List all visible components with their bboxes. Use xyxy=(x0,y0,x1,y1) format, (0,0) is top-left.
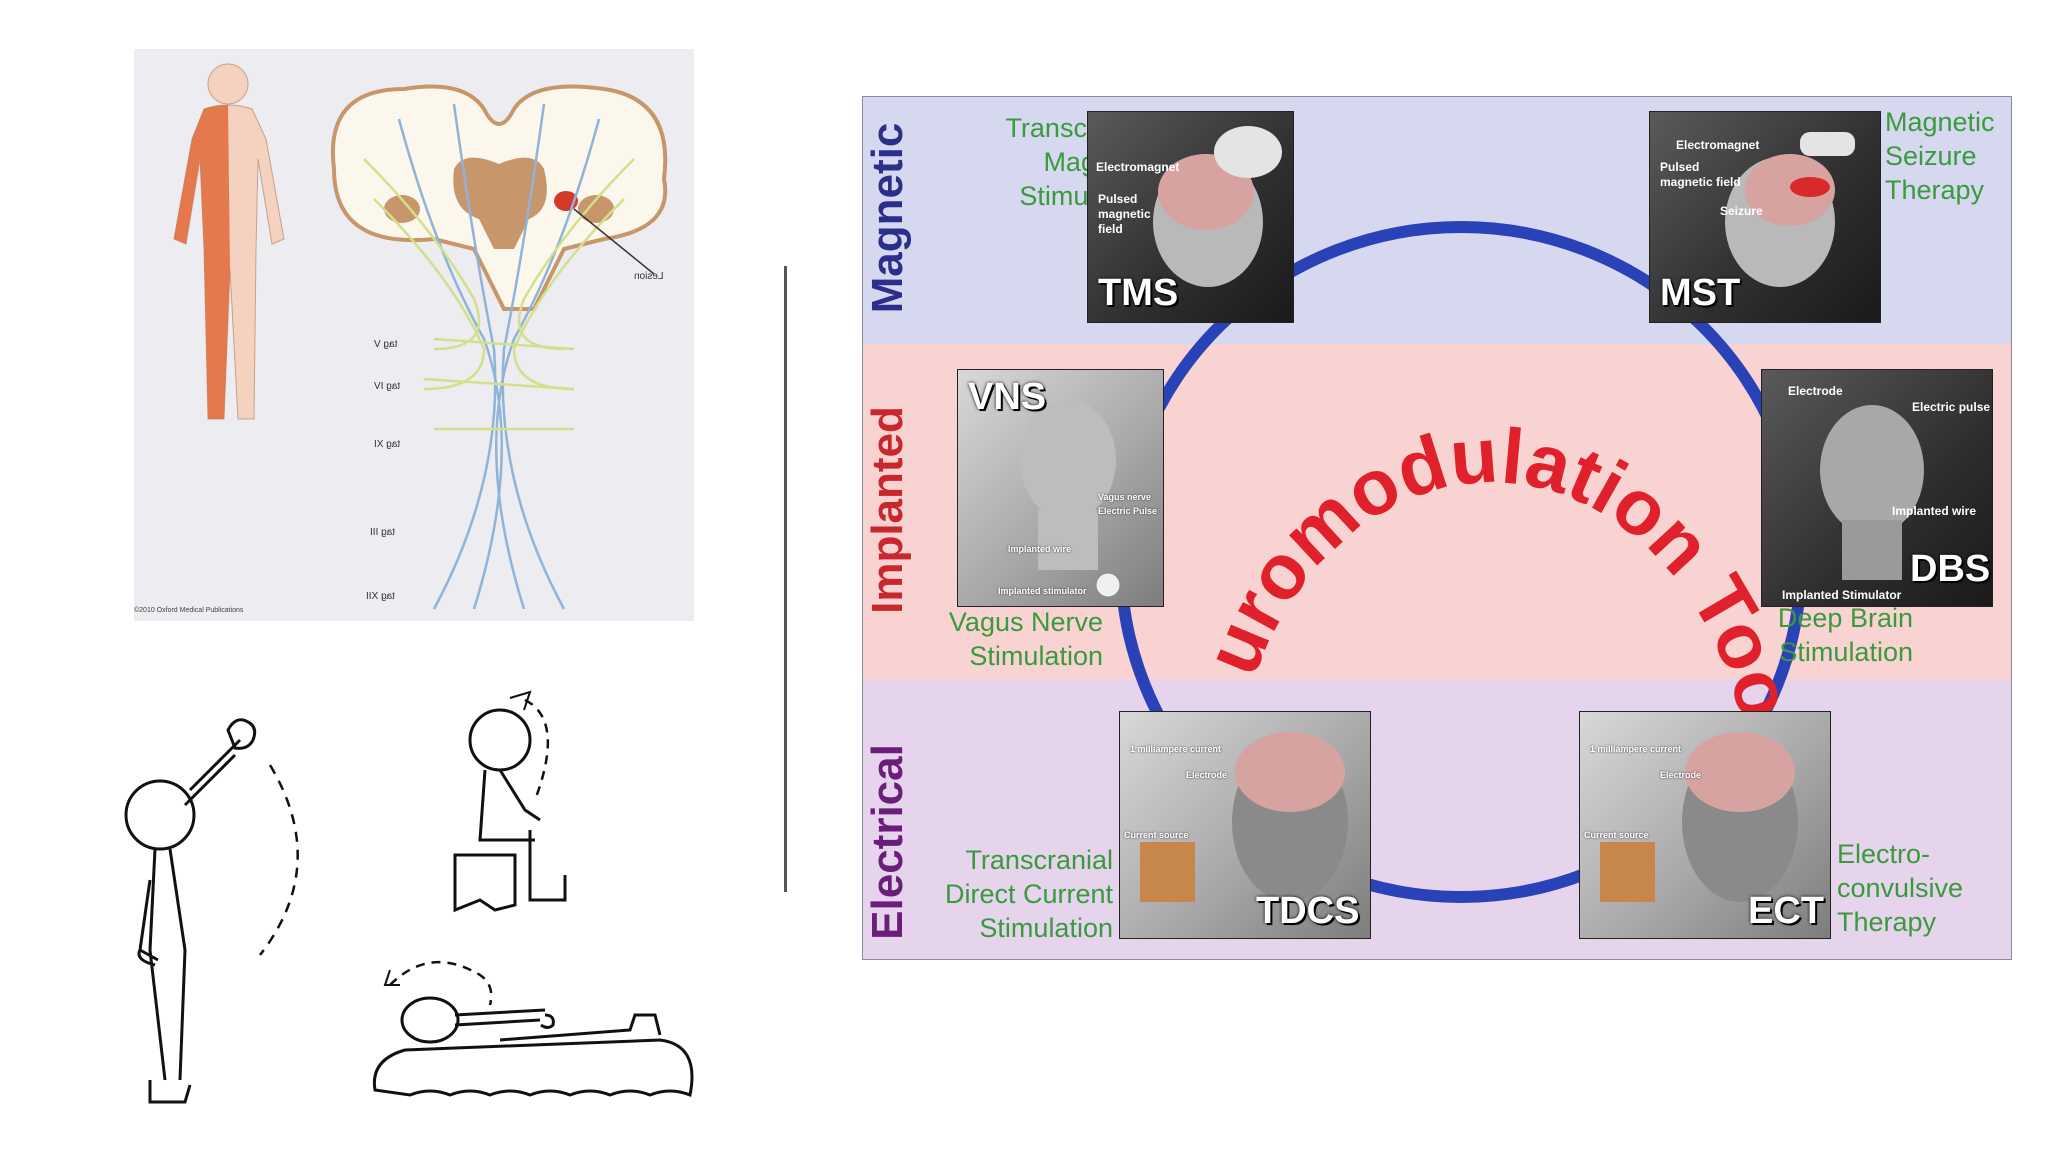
mst-name: Magnetic Seizure Therapy xyxy=(1885,105,2011,207)
dbs-name: Deep Brain Stimulation xyxy=(1713,601,1913,669)
tdcs-name-line: Stimulation xyxy=(979,913,1113,943)
vns-name-line: Stimulation xyxy=(969,641,1103,671)
vns-label-stimulator: Implanted stimulator xyxy=(998,586,1087,596)
anatomy-figure: Lesion tag V tag IV tag XI tag III tag X… xyxy=(134,49,694,621)
dbs-label-pulse: Electric pulse xyxy=(1912,400,1991,414)
head-icon xyxy=(1725,132,1855,287)
ect-name-line: Therapy xyxy=(1837,907,1937,937)
dbs-label-stimulator: Implanted Stimulator xyxy=(1782,588,1902,602)
tract-label-3: tag XI xyxy=(374,439,401,450)
lying-figure-sketch xyxy=(372,960,694,1098)
ect-label-current: 1 milliampere current xyxy=(1590,744,1682,754)
mst-label-pulsed-field: Pulsed magnetic field xyxy=(1660,160,1741,190)
ect-name: Electro- convulsive Therapy xyxy=(1837,837,2007,939)
mst-label-line: magnetic field xyxy=(1660,175,1741,189)
head-icon xyxy=(1153,126,1282,287)
tract-label-2: tag IV xyxy=(374,381,401,392)
ect-name-line: Electro- xyxy=(1837,839,1931,869)
vns-name: Vagus Nerve Stimulation xyxy=(883,605,1103,673)
mst-label-line: Pulsed xyxy=(1660,160,1700,174)
mst-abbr: MST xyxy=(1660,272,1741,314)
dbs-label-wire: Implanted wire xyxy=(1892,504,1977,518)
tdcs-label-current: 1 milliampere current xyxy=(1130,744,1222,754)
nerve-pathways xyxy=(363,103,635,610)
tdcs-name-line: Transcranial xyxy=(965,845,1113,875)
tms-photo: Electromagnet Pulsed magnetic field TMS xyxy=(1087,111,1294,323)
tms-label-electromagnet: Electromagnet xyxy=(1096,160,1180,174)
mst-name-line: Seizure xyxy=(1885,141,1977,171)
ect-abbr: ECT xyxy=(1748,890,1824,932)
standing-figure-sketch xyxy=(124,718,299,1104)
anatomy-illustration xyxy=(173,63,668,610)
tms-abbr: TMS xyxy=(1098,272,1179,314)
tdcs-photo: 1 milliampere current Electrode Current … xyxy=(1119,711,1371,939)
dbs-name-line: Deep Brain xyxy=(1777,603,1913,633)
tms-label-line: field xyxy=(1098,222,1123,236)
anatomy-caption: ©2010 Oxford Medical Publications xyxy=(134,607,244,614)
mst-label-seizure: Seizure xyxy=(1720,204,1763,218)
tms-label-pulsed-field: Pulsed magnetic field xyxy=(1098,192,1151,237)
tdcs-label-electrode: Electrode xyxy=(1186,770,1228,780)
mst-photo: Electromagnet Pulsed magnetic field Seiz… xyxy=(1649,111,1881,323)
head-icon xyxy=(1600,732,1798,902)
mst-label-electromagnet: Electromagnet xyxy=(1676,138,1760,152)
tract-label-4: tag III xyxy=(370,527,396,538)
vns-abbr: VNS xyxy=(968,376,1047,418)
tms-label-line: magnetic xyxy=(1098,207,1151,221)
ect-name-line: convulsive xyxy=(1837,873,1964,903)
ect-label-source: Current source xyxy=(1584,830,1649,840)
brain-section-icon xyxy=(330,84,668,311)
vns-name-line: Vagus Nerve xyxy=(948,607,1103,637)
vns-photo: Vagus nerve Electric Pulse Implanted wir… xyxy=(957,369,1164,607)
head-icon xyxy=(1140,732,1348,902)
seated-figure-sketch xyxy=(453,690,567,913)
tdcs-label-source: Current source xyxy=(1124,830,1189,840)
lesion-label: Lesion xyxy=(634,271,664,282)
tdcs-abbr: TDCS xyxy=(1256,890,1360,932)
divider-line xyxy=(784,266,787,892)
head-icon xyxy=(1820,405,1924,580)
tdcs-name: Transcranial Direct Current Stimulation xyxy=(903,843,1113,945)
neuromodulation-diagram: Magnetic Implanted Electrical Neuromodul… xyxy=(862,96,2012,960)
tract-label-5: tag XII xyxy=(366,591,395,602)
mst-name-line: Therapy xyxy=(1885,175,1985,205)
ect-label-electrode: Electrode xyxy=(1660,770,1702,780)
dbs-name-line: Stimulation xyxy=(1779,637,1913,667)
vns-label-pulse: Electric Pulse xyxy=(1098,506,1158,516)
mst-name-line: Magnetic xyxy=(1885,107,1995,137)
tract-label-1: tag V xyxy=(374,339,398,350)
dbs-photo: Electrode Electric pulse Implanted wire … xyxy=(1761,369,1993,607)
vns-label-nerve: Vagus nerve xyxy=(1098,492,1152,502)
ect-photo: 1 milliampere current Electrode Current … xyxy=(1579,711,1831,939)
dbs-label-electrode: Electrode xyxy=(1788,384,1843,398)
head-icon xyxy=(1020,400,1121,598)
tdcs-name-line: Direct Current xyxy=(944,879,1113,909)
human-body-icon xyxy=(173,63,285,420)
dbs-abbr: DBS xyxy=(1910,548,1991,590)
vns-label-wire: Implanted wire xyxy=(1008,544,1072,554)
tms-label-line: Pulsed xyxy=(1098,192,1138,206)
